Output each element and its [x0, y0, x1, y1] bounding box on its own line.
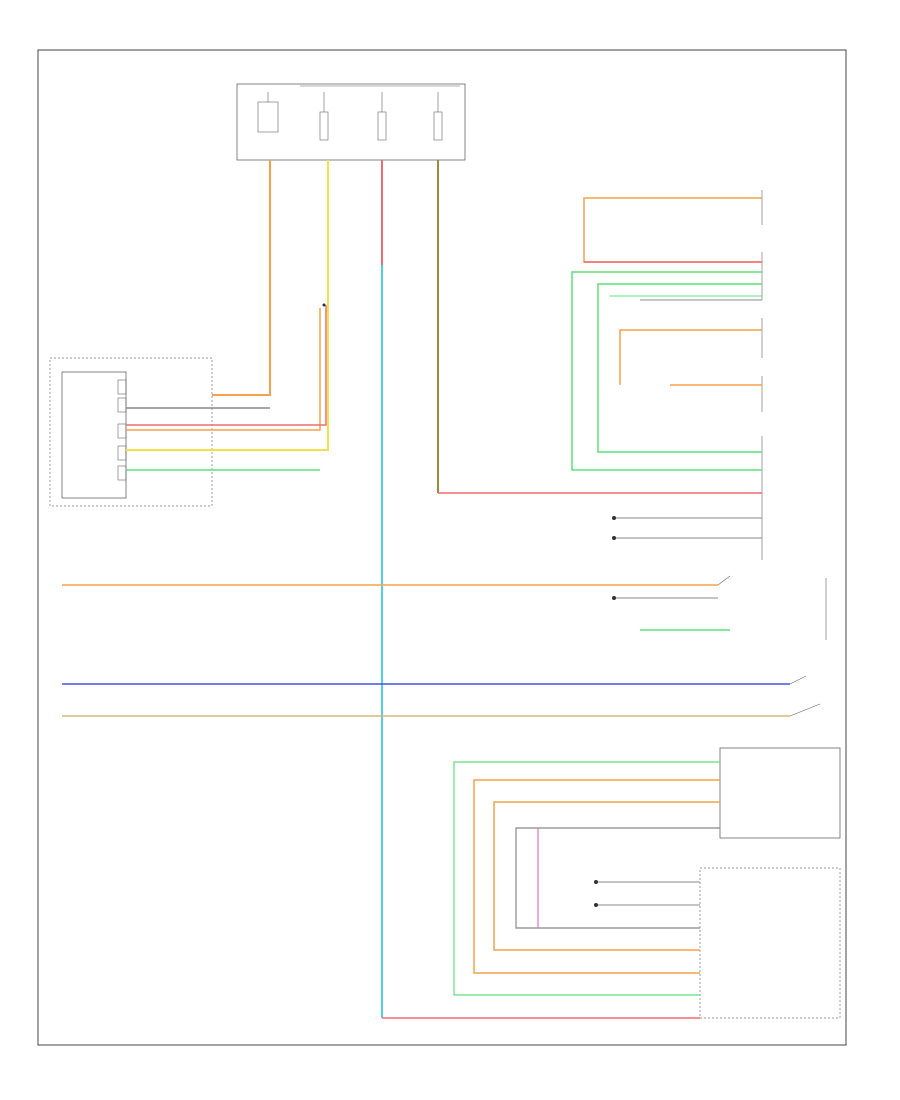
connection-points	[322, 303, 616, 907]
wire-green-3	[597, 283, 762, 453]
diagram-frame	[37, 49, 847, 1046]
wire-red-2	[212, 305, 327, 426]
wire-orange-7	[473, 779, 720, 974]
wire-orange-2	[126, 308, 321, 431]
wires	[62, 160, 790, 1019]
fuse-box	[236, 83, 466, 161]
wire-green-2	[571, 271, 762, 471]
wire-green-6	[453, 761, 720, 996]
wire-orange-1	[212, 160, 271, 396]
switch-symbols	[717, 575, 821, 717]
wire-orange-4	[619, 329, 762, 385]
wire-orange-3	[583, 197, 762, 263]
wire-orange-8	[493, 801, 720, 951]
wire-yellow-1	[126, 160, 329, 451]
right-modules	[699, 190, 841, 1019]
wire-gray-6	[515, 827, 720, 929]
power-distribution-center	[49, 357, 213, 507]
